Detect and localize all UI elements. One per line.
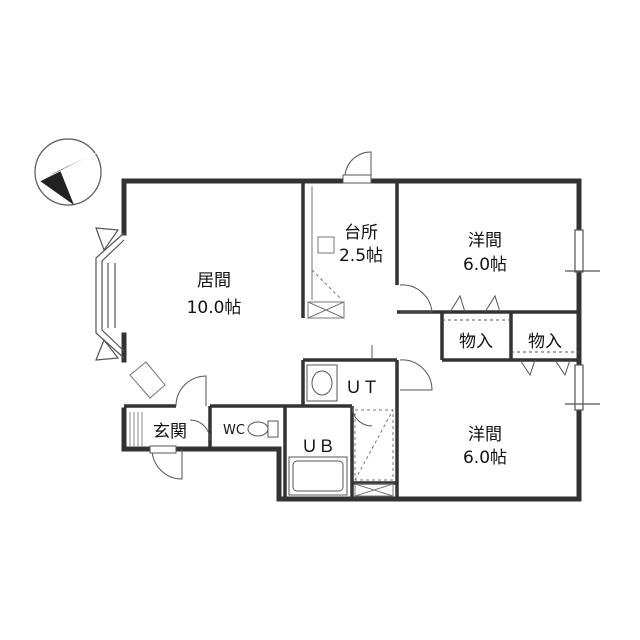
kitchen-size: 2.5帖 <box>339 246 383 266</box>
utility-name: ＵＴ <box>345 378 379 398</box>
western-b-name: 洋間 <box>468 425 502 445</box>
bay-window <box>95 227 125 361</box>
living-fixture <box>129 361 166 399</box>
kitchen-counter <box>307 186 345 319</box>
bathtub-fixture <box>288 456 348 496</box>
laundry-fixture <box>354 409 394 497</box>
kitchen-name: 台所 <box>344 223 378 243</box>
closet-doors <box>442 294 579 377</box>
western-b-size: 6.0帖 <box>463 448 507 468</box>
door-swings <box>151 284 433 480</box>
entrance-name: 玄関 <box>153 422 187 442</box>
closet-b-name: 物入 <box>528 332 562 352</box>
entrance-steps <box>129 412 177 454</box>
kitchen-door <box>342 151 372 184</box>
washbasin-fixture <box>306 364 338 402</box>
toilet-name: WC <box>223 423 245 438</box>
living-size: 10.0帖 <box>187 298 242 318</box>
western-a-size: 6.0帖 <box>463 255 507 275</box>
western-a-name: 洋間 <box>468 231 502 251</box>
closet-a-name: 物入 <box>459 332 493 352</box>
exterior-walls <box>121 178 582 502</box>
toilet-fixture <box>247 420 279 438</box>
windows <box>565 229 600 411</box>
living-name: 居間 <box>197 271 231 291</box>
bath-name: ＵＢ <box>301 437 335 457</box>
north-arrow-icon <box>34 138 102 206</box>
